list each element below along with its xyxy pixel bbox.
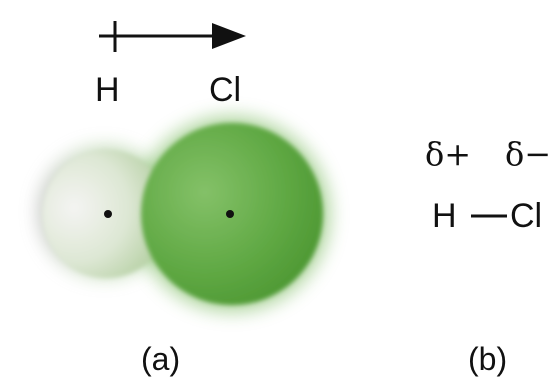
atom-label-cl: Cl xyxy=(209,71,242,109)
caption-b: (b) xyxy=(468,341,508,377)
caption-a: (a) xyxy=(141,341,181,377)
structure-atom-cl: Cl xyxy=(510,197,543,235)
hcl-molecule-model xyxy=(38,116,330,312)
structure-atom-h: H xyxy=(432,197,457,235)
chlorine-nucleus-dot xyxy=(226,210,234,218)
partial-negative-charge: δ− xyxy=(505,135,552,173)
dipole-arrow xyxy=(99,21,246,52)
partial-positive-charge: δ+ xyxy=(425,135,472,173)
atom-label-h: H xyxy=(95,71,120,109)
hydrogen-nucleus-dot xyxy=(104,210,112,218)
dipole-arrow-head xyxy=(212,23,246,49)
